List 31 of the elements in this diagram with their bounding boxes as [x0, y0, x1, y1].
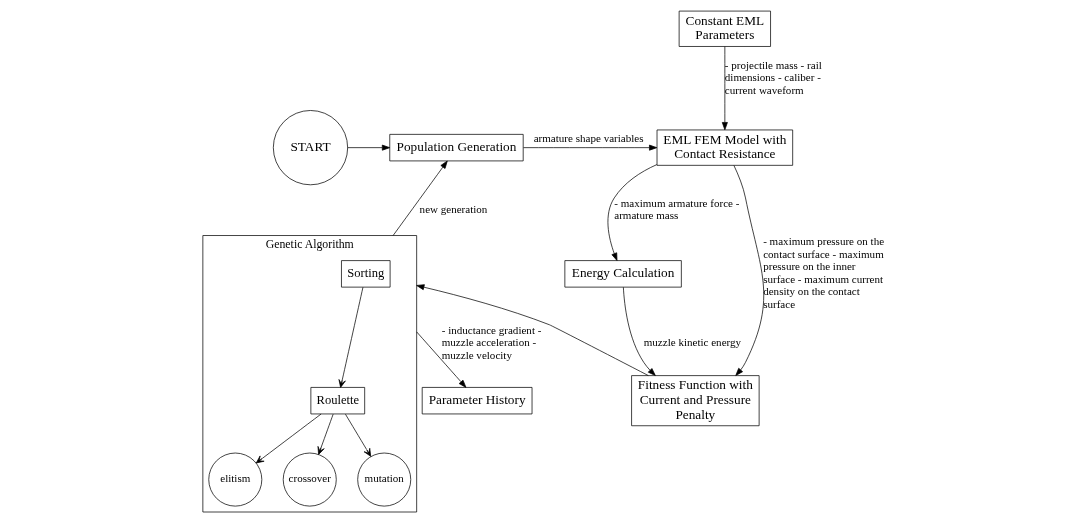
node-circle: mutation [356, 452, 411, 507]
edge-label: - projectile mass - rail dimensions - caliber - current waveform [724, 58, 822, 96]
node-box: Energy Calculation [564, 260, 682, 288]
arrow [415, 284, 649, 376]
arrow [338, 286, 363, 388]
arrow [522, 144, 657, 151]
edge-label: - maximum pressure on the contact surface - maximum pressure on the inner surface - maximum current density on the contact surface [762, 235, 884, 310]
arrow [607, 164, 657, 261]
arrow [415, 331, 466, 388]
node-box: Fitness Function with Current and Pressure Penalty [630, 375, 759, 427]
node-box: Population Generation [388, 134, 524, 162]
node-box: Roulette [310, 387, 365, 415]
arrow [344, 413, 371, 457]
node-box: Constant EML Parameters [678, 10, 771, 47]
arrow [346, 144, 390, 151]
arrow [733, 165, 764, 376]
edge-label: - inductance gradient - muzzle acceleration - muzzle velocity [441, 323, 541, 361]
node-circle: crossover [282, 452, 337, 507]
node-box: EML FEM Model with Contact Resistance [656, 129, 793, 166]
edge-label: - maximum armature force - armature mass [613, 196, 739, 222]
edge-label: armature shape variables [533, 131, 644, 144]
arrow [622, 286, 656, 376]
arrow [721, 46, 728, 131]
node-box: Sorting [340, 260, 390, 288]
arrow [392, 160, 448, 236]
node-box: Parameter History [421, 387, 532, 415]
arrow [317, 413, 333, 455]
node-circle: START [272, 110, 348, 186]
edge-label: muzzle kinetic energy [643, 336, 741, 349]
arrow [255, 413, 321, 464]
edge-label: new generation [419, 203, 487, 216]
